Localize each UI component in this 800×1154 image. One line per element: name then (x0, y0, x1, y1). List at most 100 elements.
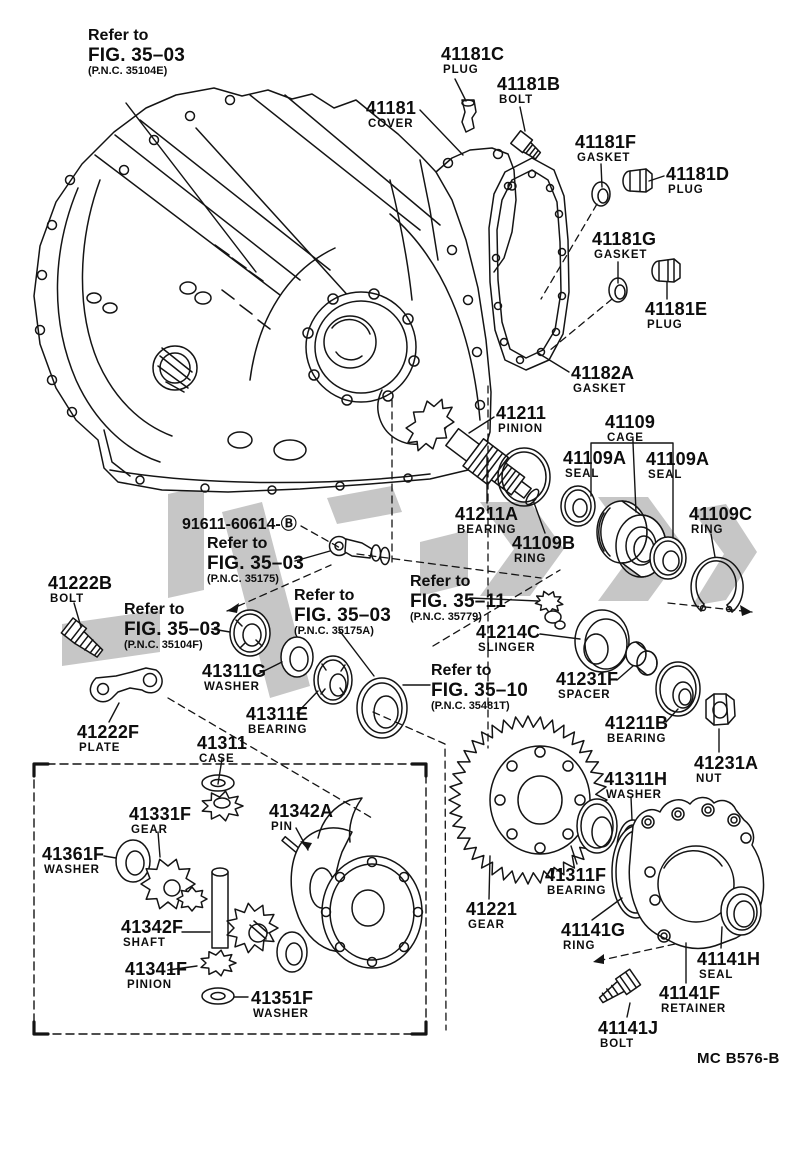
part-code: 41109C (689, 504, 753, 524)
part-name: BOLT (600, 1038, 635, 1050)
differential-case-subassembly-box (33, 763, 427, 1035)
reference-text: FIG. 35–10 (431, 680, 529, 701)
part-name: PINION (127, 979, 173, 991)
part-name: BEARING (547, 885, 607, 897)
part-code: 41311F (545, 865, 607, 885)
part-code: 41181B (497, 74, 561, 94)
part-code: 41222F (77, 722, 140, 742)
part-name: RING (691, 524, 724, 536)
part-name: RING (563, 940, 596, 952)
bolt-41222B-drawing (60, 617, 104, 658)
plug-41181D-drawing (622, 168, 653, 193)
part-name: GASKET (577, 152, 631, 164)
reference-text: Refer to (88, 27, 149, 44)
washer-41311G-drawing (280, 636, 314, 678)
differential-internals-drawing (115, 774, 424, 1005)
part-name: WASHER (44, 864, 100, 876)
part-name: SEAL (565, 468, 600, 480)
part-code: 41311H (604, 769, 668, 789)
reference-text: (P.N.C. 35481T) (431, 700, 510, 712)
part-number-91611-label: 91611-60614-Ⓑ (182, 516, 297, 533)
plate-41222F-drawing (89, 667, 163, 703)
part-code: 41331F (129, 804, 192, 824)
reference-text: (P.N.C. 35175A) (294, 625, 374, 637)
part-code: 41231A (694, 753, 759, 773)
part-code: 41342F (121, 917, 184, 937)
part-name: CASE (199, 753, 235, 765)
gasket-41181F-drawing (591, 181, 611, 207)
reference-text: FIG. 35–03 (124, 619, 222, 640)
part-name: RETAINER (661, 1003, 727, 1015)
snap-ring-41109C-drawing (690, 556, 744, 613)
part-name: SPACER (558, 689, 611, 701)
leader-lines (73, 78, 723, 1018)
seal-41109A-right-drawing (649, 536, 687, 580)
reference-text: FIG. 35–03 (294, 605, 392, 626)
part-name: SEAL (648, 469, 683, 481)
rear-cover-gasket-drawing (488, 157, 570, 371)
reference-text: FIG. 35–03 (88, 45, 186, 66)
part-code: 41211 (496, 403, 547, 423)
part-code: 41181C (441, 44, 505, 64)
bearing-41311F-drawing (576, 798, 618, 854)
part-name: WASHER (606, 789, 662, 801)
speedometer-drive-drawing (328, 535, 391, 566)
part-code: 41181D (666, 164, 730, 184)
part-name: BEARING (457, 524, 517, 536)
part-name: GASKET (573, 383, 627, 395)
part-code: 41361F (42, 844, 105, 864)
reference-text: Refer to (431, 662, 492, 679)
plug-41181C-drawing (461, 99, 477, 133)
part-name: CAGE (607, 432, 644, 444)
spacer-41231F-drawing (625, 641, 658, 676)
reference-text: (P.N.C. 35779) (410, 611, 482, 623)
part-code: 41141G (561, 920, 626, 940)
part-name: BOLT (499, 94, 534, 106)
part-name: SLINGER (478, 642, 536, 654)
retainer-41141F-drawing (628, 796, 765, 950)
part-code: 41341F (125, 959, 188, 979)
figure-code: MC B576-B (697, 1050, 780, 1067)
part-name: SHAFT (123, 937, 166, 949)
part-code: 41141F (659, 983, 721, 1003)
part-code: 41109A (563, 448, 627, 468)
part-code: 41181E (645, 299, 708, 319)
reference-text: Refer to (410, 573, 471, 590)
part-name: SEAL (699, 969, 734, 981)
part-name: RING (514, 553, 547, 565)
part-name: PLATE (79, 742, 121, 754)
part-name: PLUG (647, 319, 683, 331)
part-code: 41342A (269, 801, 334, 821)
part-code: 41109 (605, 412, 656, 432)
part-code: 41311G (202, 661, 267, 681)
part-code: 41311 (197, 733, 248, 753)
part-code: 41181G (592, 229, 657, 249)
